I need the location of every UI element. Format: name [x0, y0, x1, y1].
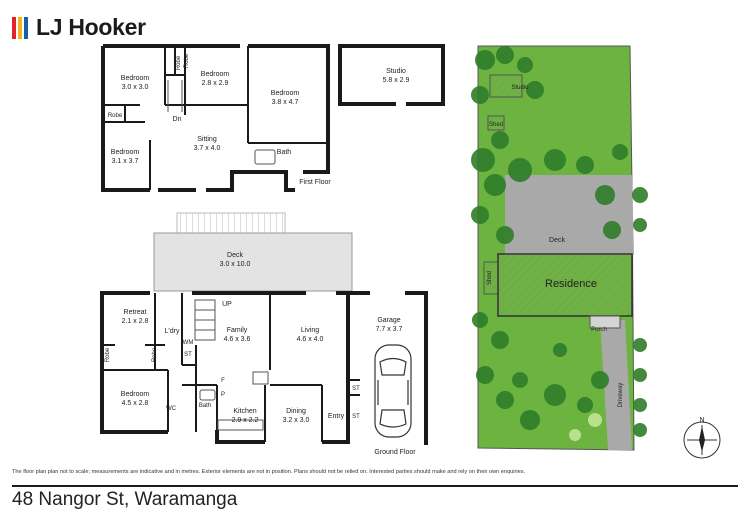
room-size-bedroom-b: 2.8 x 2.9	[202, 80, 229, 87]
site-deck-label: Deck	[549, 237, 565, 244]
brand-logo: LJ Hooker	[12, 14, 146, 41]
brand-name: LJ Hooker	[36, 14, 146, 40]
site-studio-label: Studio	[511, 85, 529, 91]
room-name-bedroom-b: Bedroom	[201, 71, 230, 78]
deck-name: Deck	[227, 252, 243, 259]
room-size-retreat: 2.1 x 2.8	[122, 318, 149, 325]
room-name-retreat: Retreat	[124, 309, 147, 316]
robe-label-1: Robe	[176, 55, 182, 70]
room-name-sitting: Sitting	[197, 136, 217, 143]
room-size-garage: 7.7 x 3.7	[376, 326, 403, 333]
stairs-down-label: Dn	[173, 116, 182, 123]
car-icon	[374, 344, 412, 438]
storage-label-3: ST	[352, 414, 360, 420]
room-size-bedroom-a: 3.0 x 3.0	[122, 84, 149, 91]
site-residence-label: Residence	[545, 278, 597, 290]
deck-size: 3.0 x 10.0	[220, 261, 251, 268]
first-floor-plan	[101, 44, 330, 192]
laundry-label: L'dry	[165, 328, 180, 335]
room-name-dining: Dining	[286, 408, 306, 415]
room-name-bath-ground: Bath	[199, 403, 211, 409]
site-porch-label: Porch	[591, 327, 607, 333]
room-name-bedroom-a: Bedroom	[121, 75, 150, 82]
room-size-bedroom-c: 3.8 x 4.7	[272, 99, 299, 106]
room-name-bedroom-ground: Bedroom	[121, 391, 150, 398]
room-name-kitchen: Kitchen	[233, 408, 256, 415]
fridge-label: F	[221, 378, 225, 384]
robe-label-ground-2: Robe	[152, 347, 158, 362]
room-name-bedroom-d: Bedroom	[111, 149, 140, 156]
north-compass-icon	[683, 421, 721, 459]
room-name-bath-upper: Bath	[277, 149, 292, 156]
disclaimer-text: The floor plan plan not to scale; measur…	[12, 469, 526, 475]
stairs-up-label: UP	[222, 301, 232, 308]
storage-label-2: ST	[352, 386, 360, 392]
storage-label-1: ST	[184, 352, 192, 358]
room-name-living: Living	[301, 327, 319, 334]
room-size-dining: 3.2 x 3.0	[283, 417, 310, 424]
washing-machine-label: WM	[183, 340, 194, 346]
room-name-family: Family	[227, 327, 248, 334]
ground-floor-plan	[100, 291, 428, 445]
room-name-garage: Garage	[377, 317, 400, 324]
studio-name: Studio	[386, 68, 406, 75]
compass-north-label: N	[699, 417, 704, 424]
room-size-bedroom-ground: 4.5 x 2.8	[122, 400, 149, 407]
entry-label: Entry	[328, 413, 345, 420]
floor-plan: Bedroom 3.0 x 3.0 Robe Robe Bedroom 2.8 …	[100, 44, 721, 459]
logo-stripes-icon	[12, 16, 28, 39]
room-size-living: 4.6 x 4.0	[297, 336, 324, 343]
pantry-label: P	[221, 392, 225, 398]
site-shed-label-2: Shed	[487, 271, 493, 285]
deck-area	[153, 232, 353, 292]
room-name-bedroom-c: Bedroom	[271, 90, 300, 97]
robe-label-3: Robe	[108, 113, 123, 119]
property-address: 48 Nangor St, Waramanga	[12, 489, 238, 510]
room-size-sitting: 3.7 x 4.0	[194, 145, 221, 152]
studio-size: 5.8 x 2.9	[383, 77, 410, 84]
deck-stairs	[176, 212, 286, 234]
wc-label: WC	[166, 406, 177, 412]
robe-label-ground-1: Robe	[105, 347, 111, 362]
robe-label-2: Robe	[184, 53, 190, 68]
room-size-kitchen: 2.9 x 2.2	[232, 417, 259, 424]
room-size-bedroom-d: 3.1 x 3.7	[112, 158, 139, 165]
site-driveway-label: Driveway	[618, 383, 624, 408]
studio-plan	[338, 44, 445, 106]
ground-floor-label: Ground Floor	[374, 449, 416, 456]
room-size-family: 4.6 x 3.6	[224, 336, 251, 343]
divider	[12, 485, 738, 487]
site-shed-label-1: Shed	[489, 122, 503, 128]
site-plan	[471, 45, 648, 451]
first-floor-label: First Floor	[299, 179, 331, 186]
